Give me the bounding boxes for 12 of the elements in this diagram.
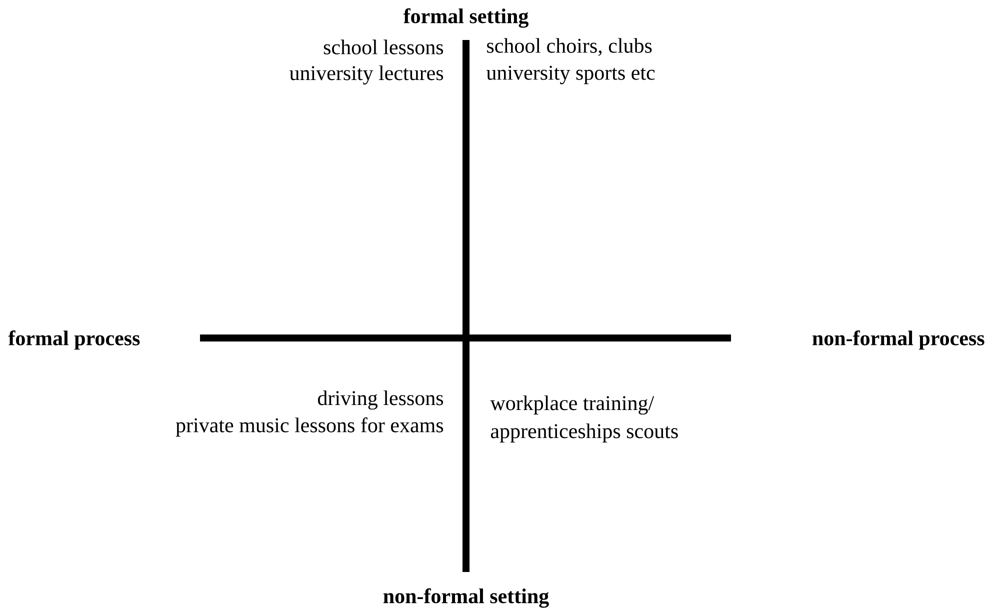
axis-label: formal setting [403, 8, 528, 28]
example-text: private music lessons for exams [176, 417, 444, 437]
example-text: university sports etc [486, 66, 655, 84]
example-text: school choirs, clubs [487, 38, 652, 56]
axis-label: formal process [8, 330, 140, 350]
example-text: school lessons [324, 40, 444, 54]
axis-label: non-formal process [812, 330, 984, 350]
example-text: driving lessons [318, 390, 444, 410]
axis-label: non-formal setting [383, 588, 549, 608]
example-text: workplace training/ [490, 395, 654, 415]
example-text: apprenticeships scouts [490, 423, 678, 443]
example-text: university lectures [290, 65, 444, 85]
